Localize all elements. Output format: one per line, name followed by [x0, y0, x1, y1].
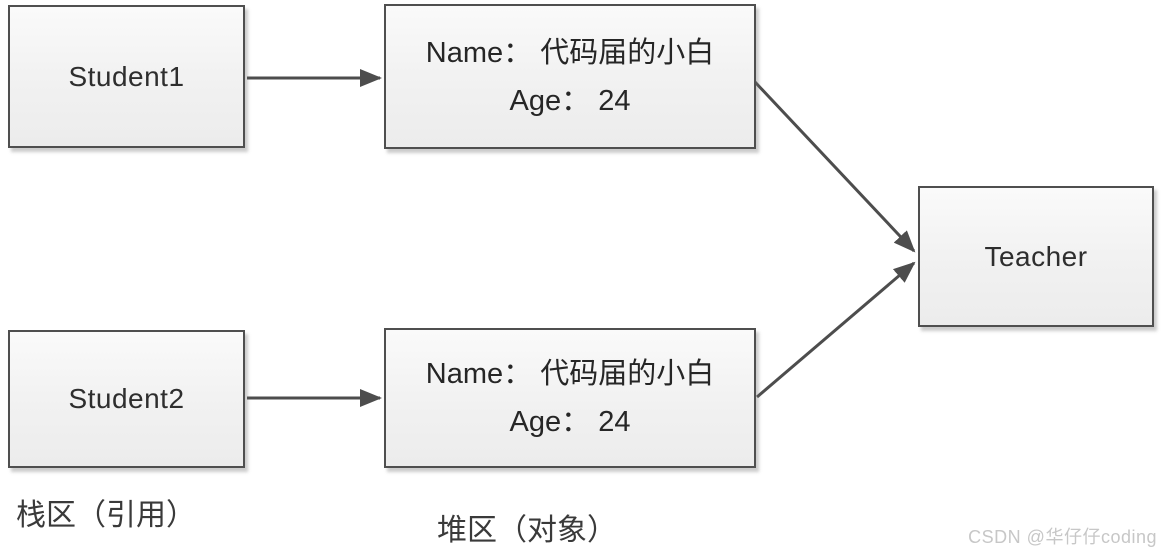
node-teacher-label: Teacher: [984, 240, 1088, 272]
node-student2-label: Student2: [68, 383, 185, 414]
node-student1-label: Student1: [68, 60, 185, 92]
node-object2: Name： 代码届的小白 Age： 24: [384, 328, 756, 468]
csdn-watermark: CSDN @华仔仔coding: [968, 527, 1157, 547]
stack-area-label: 栈区（引用）: [16, 499, 196, 532]
node-object1: Name： 代码届的小白 Age： 24: [384, 4, 756, 149]
edge-object2-teacher: [756, 261, 916, 399]
node-object1-name-line: Name： 代码届的小白: [425, 36, 715, 69]
edge-object1-teacher: [753, 80, 916, 253]
node-object1-age-line: Age： 24: [509, 84, 631, 117]
node-teacher: Teacher: [918, 186, 1154, 327]
node-student1: Student1: [8, 5, 245, 148]
heap-area-label: 堆区（对象）: [437, 514, 617, 547]
node-object2-name-line: Name： 代码届的小白: [425, 358, 715, 390]
node-student2: Student2: [8, 330, 245, 468]
node-object2-age-line: Age： 24: [509, 406, 631, 438]
